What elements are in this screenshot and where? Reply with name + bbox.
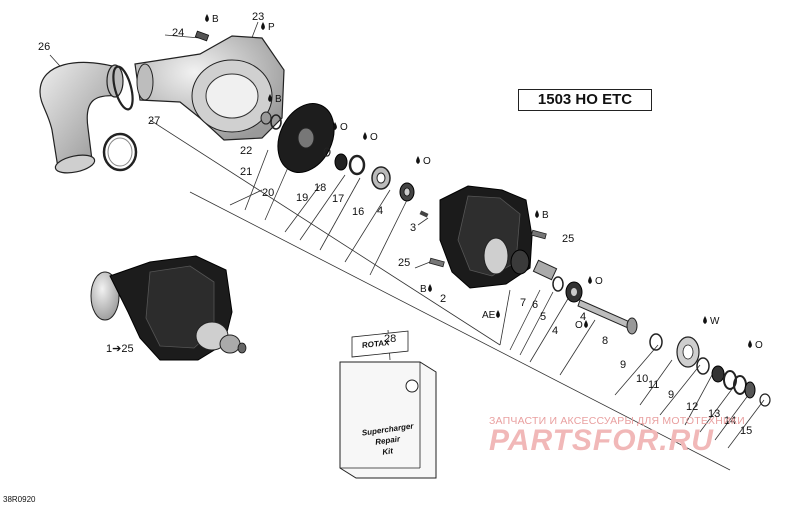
callout-23: 23	[252, 11, 264, 23]
kit-title-line: Kit	[382, 446, 394, 456]
callout-25b: 25	[562, 233, 574, 245]
fluid-drop-o1: O	[333, 122, 348, 133]
shaft-8	[577, 299, 663, 351]
svg-text:B: B	[275, 94, 282, 105]
fluid-drop-b4: B	[420, 284, 432, 295]
callout-9b: 9	[668, 389, 674, 401]
gear-and-rear-parts	[676, 336, 771, 407]
callout-9a: 9	[620, 359, 626, 371]
fluid-drop-b2: B	[268, 94, 282, 105]
callout-14: 14	[724, 415, 736, 427]
callout-16: 16	[352, 206, 364, 218]
svg-text:O: O	[575, 320, 583, 331]
callout-12: 12	[686, 401, 698, 413]
callout-1-25: 1➔25	[106, 343, 134, 355]
kit-brand-label: ROTAX	[362, 338, 390, 350]
fluid-drop-o6: O	[748, 340, 763, 351]
svg-text:O: O	[755, 340, 763, 351]
svg-text:B: B	[542, 210, 549, 221]
callout-26: 26	[38, 41, 50, 53]
svg-text:O: O	[423, 156, 431, 167]
fluid-drop-b3: B	[535, 210, 549, 221]
fluid-drop-ae: AE	[482, 310, 500, 321]
callout-8: 8	[602, 335, 608, 347]
drive-shaft-parts	[532, 259, 583, 303]
callout-3: 3	[410, 222, 416, 234]
callout-5: 5	[540, 311, 546, 323]
svg-text:P: P	[268, 22, 275, 33]
callout-4c: 4	[580, 311, 586, 323]
callout-6: 6	[532, 299, 538, 311]
fluid-marks: B P B O O O B B AE O O W O	[205, 14, 763, 351]
callout-27: 27	[148, 115, 160, 127]
callout-25a: 25	[398, 257, 410, 269]
callout-21: 21	[240, 166, 252, 178]
kit-title-line: Repair	[375, 434, 402, 447]
callout-numbers: 26 24 23 27 22 21 20 19 18 17 16 4 3 25 …	[38, 11, 752, 437]
model-label-box: 1503 HO ETC	[518, 89, 652, 111]
fluid-drop-o3: O	[416, 156, 431, 167]
fluid-drop-o4: O	[588, 276, 603, 287]
svg-text:AE: AE	[482, 310, 496, 321]
svg-text:B: B	[212, 14, 219, 25]
callout-20: 20	[262, 187, 274, 199]
supercharger-cover	[134, 35, 285, 141]
washers-and-seals	[323, 147, 415, 202]
callout-2: 2	[440, 293, 446, 305]
diagram-code: 38R0920	[3, 495, 36, 504]
leader-lines	[49, 21, 765, 471]
callout-11: 11	[648, 379, 659, 391]
callout-15: 15	[740, 425, 752, 437]
clamp-rings	[102, 65, 138, 172]
callout-7: 7	[520, 297, 526, 309]
fluid-drop-o2: O	[363, 132, 378, 143]
callout-24: 24	[172, 27, 184, 39]
housing-screws	[419, 210, 547, 268]
fluid-drop-p: P	[261, 22, 275, 33]
svg-text:W: W	[710, 316, 720, 327]
fluid-drop-b1: B	[205, 14, 219, 25]
watermark-tagline: ЗАПЧАСТИ И АКСЕССУАРЫ ДЛЯ МОТОТЕХНИКИ	[489, 415, 745, 427]
callout-17: 17	[332, 193, 344, 205]
callout-10: 10	[636, 373, 648, 385]
callout-13: 13	[708, 408, 720, 420]
fluid-drop-o5: O	[575, 320, 588, 331]
svg-text:O: O	[595, 276, 603, 287]
assembled-supercharger	[90, 255, 247, 361]
svg-text:B: B	[420, 284, 427, 295]
fluid-drop-w: W	[703, 316, 720, 327]
callout-4a: 4	[377, 205, 383, 217]
watermark-brand: PARTSFOR.RU	[489, 424, 714, 457]
screw-24	[194, 30, 210, 42]
impeller-disc	[277, 103, 335, 173]
callout-4b: 4	[552, 325, 558, 337]
svg-text:O: O	[340, 122, 348, 133]
callout-18: 18	[314, 182, 326, 194]
svg-text:O: O	[370, 132, 378, 143]
callout-28: 28	[384, 333, 396, 345]
air-duct-hose	[39, 61, 124, 174]
supercharger-housing	[439, 185, 533, 289]
bearing-small-parts	[260, 111, 282, 130]
callout-22: 22	[240, 145, 252, 157]
callout-19: 19	[296, 192, 308, 204]
